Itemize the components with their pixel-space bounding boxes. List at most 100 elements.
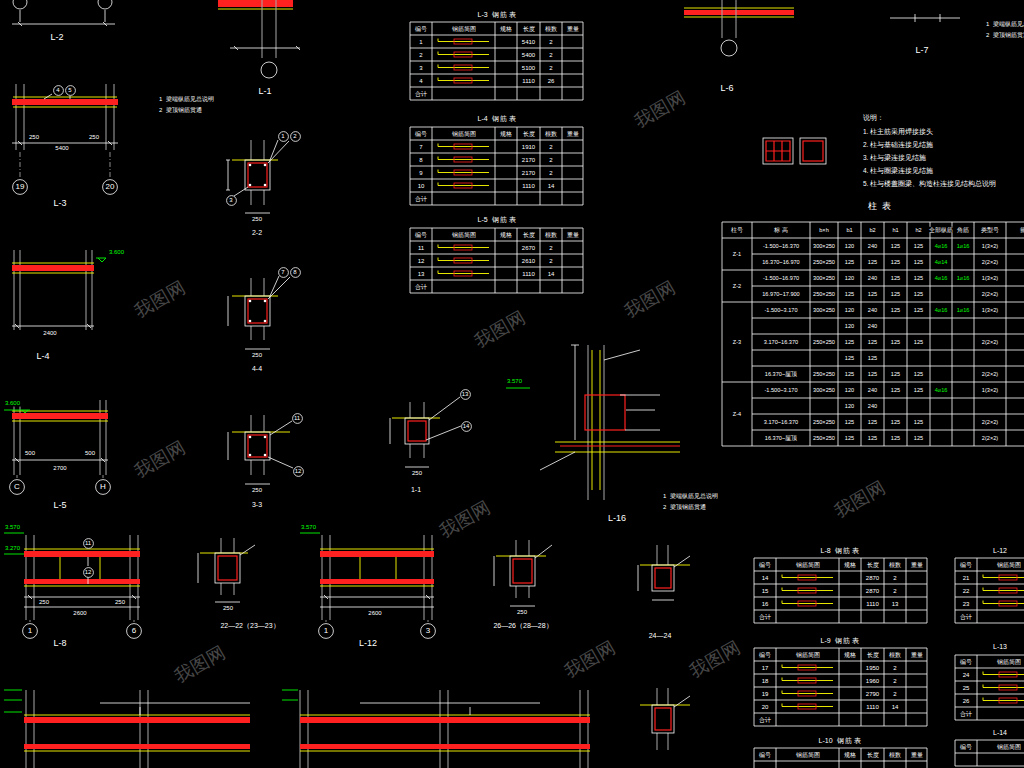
table-cell: Z-1 <box>732 251 742 257</box>
section-l16 <box>506 345 680 500</box>
table-cell: 规格 <box>499 25 513 32</box>
table-rule <box>955 740 1024 741</box>
beam-title: L-12 <box>358 638 378 648</box>
rebar-mark <box>454 245 472 250</box>
table-rule <box>410 241 583 242</box>
callout-number: 1 <box>278 131 289 142</box>
axis-bubble: 1 <box>22 623 38 639</box>
table-cell: 125 <box>913 307 924 313</box>
table-cell: 10 <box>417 182 426 189</box>
table-cell: 规格 <box>843 561 857 568</box>
bubble-circle <box>226 195 236 205</box>
rebar-mark <box>798 588 816 593</box>
table-cell: 300×250 <box>812 387 836 393</box>
table-cell: 长度 <box>522 130 536 137</box>
table-cell: 柱号 <box>730 227 744 233</box>
table-cell: 125 <box>844 355 855 361</box>
table-rule <box>722 302 1024 303</box>
table-cell: 250×250 <box>812 419 836 425</box>
table-cell: 长度 <box>522 231 536 238</box>
table-cell: 重量 <box>910 561 924 568</box>
table-cell: 1110 <box>521 182 535 189</box>
table-cell: Z-3 <box>732 339 742 345</box>
rebar-mark <box>454 52 472 57</box>
table-cell: 规格 <box>499 231 513 238</box>
bubble-text: 1 <box>324 627 328 635</box>
table-cell: 5400 <box>521 51 536 58</box>
table-rule <box>410 35 583 36</box>
table-cell: 4 <box>418 77 423 84</box>
table-cell: 规格 <box>843 751 857 758</box>
table-cell: 根数 <box>544 231 558 238</box>
table-rule <box>955 753 1024 754</box>
table-cell: 3 <box>418 64 423 71</box>
dimension-text: 2700 <box>52 465 67 472</box>
table-cell: 120 <box>844 387 855 393</box>
table-cell: 重量 <box>566 231 580 238</box>
table-rule <box>410 61 583 62</box>
table-cell: b×h <box>818 227 830 233</box>
table-rule <box>752 334 1024 335</box>
table-cell: 14 <box>891 703 900 710</box>
callout-number: 4 <box>53 85 64 96</box>
table-title: L-14 <box>992 729 1008 737</box>
table-rule <box>562 228 563 293</box>
table-cell: 120 <box>844 403 855 409</box>
table-rule <box>955 571 1024 572</box>
table-cell: 2(2×2) <box>981 291 999 297</box>
table-cell: 240 <box>867 323 878 329</box>
table-cell: 125 <box>867 355 878 361</box>
watermark: 我图网 <box>621 277 680 323</box>
watermark: 我图网 <box>171 642 230 688</box>
beam-title: L-5 <box>52 500 67 510</box>
table-rule <box>722 270 1024 271</box>
table-cell: 300×250 <box>812 243 836 249</box>
rebar-mark <box>798 704 816 709</box>
table-rule <box>410 179 583 180</box>
table-rule <box>752 366 1024 367</box>
table-cell: 7 <box>418 143 423 150</box>
bubble-text: 14 <box>463 423 470 429</box>
bubble-text: 6 <box>132 627 136 635</box>
table-rule <box>839 748 840 768</box>
table-cell: 8 <box>418 156 423 163</box>
table-grid <box>955 655 1024 720</box>
bubble-circle <box>293 466 303 476</box>
note-text: 2 梁顶钢筋贯通 <box>158 107 203 114</box>
table-cell: 2 <box>548 169 553 176</box>
table-cell: 2170 <box>521 156 536 163</box>
axis-bubble: 3 <box>420 623 436 639</box>
axis-bubble: H <box>95 479 111 495</box>
table-cell: 125 <box>890 259 901 265</box>
table-cell: 125 <box>913 435 924 441</box>
table-cell: 根数 <box>544 130 558 137</box>
table-rule <box>977 558 978 623</box>
table-cell: 3.170~16.370 <box>763 419 799 425</box>
table-rule <box>752 398 1024 399</box>
rebar-mark <box>798 575 816 580</box>
bubble-circle <box>460 389 470 399</box>
table-cell: 2(2×2) <box>981 339 999 345</box>
table-cell: 合计 <box>959 613 973 620</box>
table-rule <box>754 726 927 727</box>
table-cell: 钢筋简图 <box>451 231 477 238</box>
table-cell: -1.500~3.170 <box>763 387 798 393</box>
table-cell: 125 <box>890 291 901 297</box>
table-cell: 250×250 <box>812 259 836 265</box>
table-rule <box>955 681 1024 682</box>
table-rule <box>495 228 496 293</box>
table-cell: 125 <box>913 419 924 425</box>
table-cell: 240 <box>867 403 878 409</box>
table-title: L-5 钢 筋 表 <box>477 216 518 224</box>
elevation-mark: 3.570 <box>4 524 21 531</box>
table-cell: 钢筋简图 <box>996 658 1022 665</box>
table-rule <box>410 205 583 206</box>
beam-l3 <box>12 84 118 178</box>
table-cell: 1960 <box>865 677 880 684</box>
bubble-text: 19 <box>16 183 25 191</box>
table-cell: 角筋 <box>956 227 970 233</box>
table-cell: 1110 <box>865 600 879 607</box>
bubble-circle <box>421 624 436 639</box>
bubble-circle <box>83 538 93 548</box>
table-cell: 编号 <box>414 25 428 32</box>
